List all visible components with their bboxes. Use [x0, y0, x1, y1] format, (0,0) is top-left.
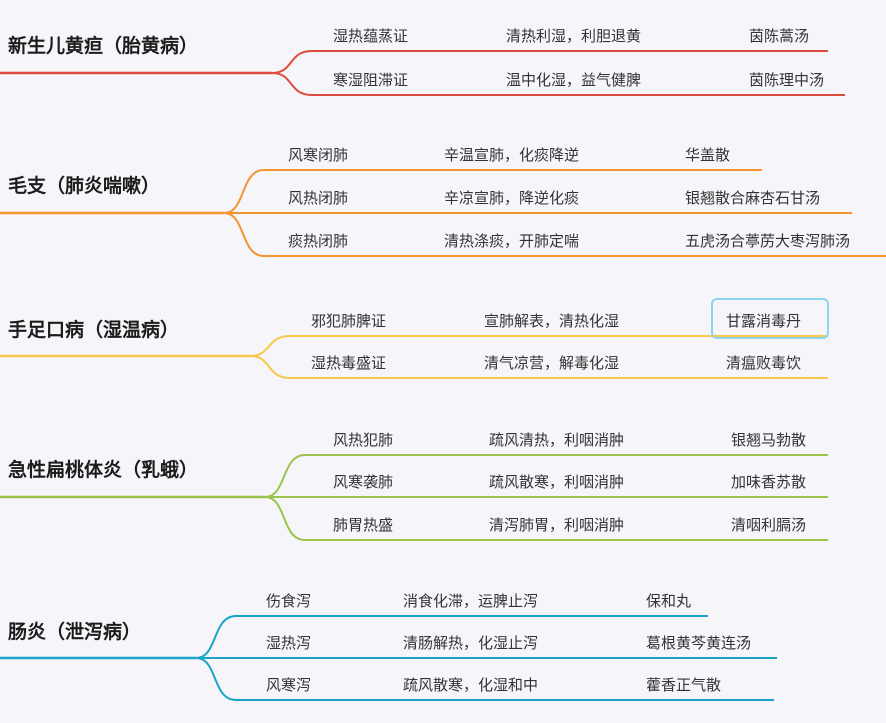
syndrome-node[interactable]: 湿热蕴蒸证: [333, 27, 408, 45]
syndrome-node[interactable]: 湿热毒盛证: [311, 354, 386, 372]
topic-label[interactable]: 毛支（肺炎喘嗽）: [8, 174, 160, 197]
method-node[interactable]: 辛温宣肺，化痰降逆: [444, 146, 579, 164]
syndrome-node[interactable]: 风寒闭肺: [288, 146, 348, 164]
topic-label[interactable]: 急性扁桃体炎（乳蛾）: [8, 458, 198, 481]
syndrome-node[interactable]: 风热闭肺: [288, 189, 348, 207]
branch-connector: [271, 72, 313, 96]
method-node[interactable]: 清气凉营，解毒化湿: [484, 354, 619, 372]
method-node[interactable]: 辛凉宣肺，降逆化痰: [444, 189, 579, 207]
syndrome-node[interactable]: 寒湿阻滞证: [333, 71, 408, 89]
formula-node[interactable]: 华盖散: [685, 146, 730, 164]
topic-label[interactable]: 肠炎（泄泻病）: [8, 620, 141, 643]
syndrome-node[interactable]: 湿热泻: [266, 634, 311, 652]
method-node[interactable]: 清热利湿，利胆退黄: [506, 27, 641, 45]
formula-node[interactable]: 葛根黄芩黄连汤: [646, 634, 751, 652]
branch-connector: [223, 169, 265, 214]
formula-node[interactable]: 保和丸: [646, 592, 691, 610]
formula-node[interactable]: 藿香正气散: [646, 676, 721, 694]
syndrome-node[interactable]: 风热犯肺: [333, 431, 393, 449]
topic-label[interactable]: 新生儿黄疸（胎黄病）: [8, 34, 198, 57]
branch-connector: [264, 454, 306, 498]
branch-connector: [195, 657, 237, 701]
formula-node[interactable]: 加味香苏散: [731, 473, 806, 491]
formula-node[interactable]: 茵陈蒿汤: [749, 27, 809, 45]
method-node[interactable]: 疏风清热，利咽消肿: [489, 431, 624, 449]
branch-connector: [195, 615, 237, 659]
formula-node[interactable]: 五虎汤合葶苈大枣泻肺汤: [685, 232, 850, 250]
method-node[interactable]: 疏风散寒，化湿和中: [403, 676, 538, 694]
method-node[interactable]: 消食化滞，运脾止泻: [403, 592, 538, 610]
formula-node[interactable]: 茵陈理中汤: [749, 71, 824, 89]
branch-connector: [249, 335, 291, 357]
formula-node[interactable]: 清咽利膈汤: [731, 516, 806, 534]
selection-box: [711, 298, 829, 339]
method-node[interactable]: 清肠解热，化湿止泻: [403, 634, 538, 652]
method-node[interactable]: 清泻肺胃，利咽消肿: [489, 516, 624, 534]
syndrome-node[interactable]: 伤食泻: [266, 592, 311, 610]
syndrome-node[interactable]: 肺胃热盛: [333, 516, 393, 534]
method-node[interactable]: 温中化湿，益气健脾: [506, 71, 641, 89]
branch-connector: [223, 212, 265, 257]
branch-connector: [271, 50, 313, 74]
formula-node[interactable]: 甘露消毒丹: [726, 312, 801, 330]
syndrome-node[interactable]: 邪犯肺脾证: [311, 312, 386, 330]
method-node[interactable]: 宣肺解表，清热化湿: [484, 312, 619, 330]
formula-node[interactable]: 银翘马勃散: [731, 431, 806, 449]
branch-connector: [264, 496, 306, 541]
formula-node[interactable]: 银翘散合麻杏石甘汤: [685, 189, 820, 207]
topic-label[interactable]: 手足口病（湿温病）: [8, 318, 179, 341]
syndrome-node[interactable]: 痰热闭肺: [288, 232, 348, 250]
branch-connector: [249, 355, 291, 379]
method-node[interactable]: 疏风散寒，利咽消肿: [489, 473, 624, 491]
formula-node[interactable]: 清瘟败毒饮: [726, 354, 801, 372]
syndrome-node[interactable]: 风寒泻: [266, 676, 311, 694]
syndrome-node[interactable]: 风寒袭肺: [333, 473, 393, 491]
method-node[interactable]: 清热涤痰，开肺定喘: [444, 232, 579, 250]
